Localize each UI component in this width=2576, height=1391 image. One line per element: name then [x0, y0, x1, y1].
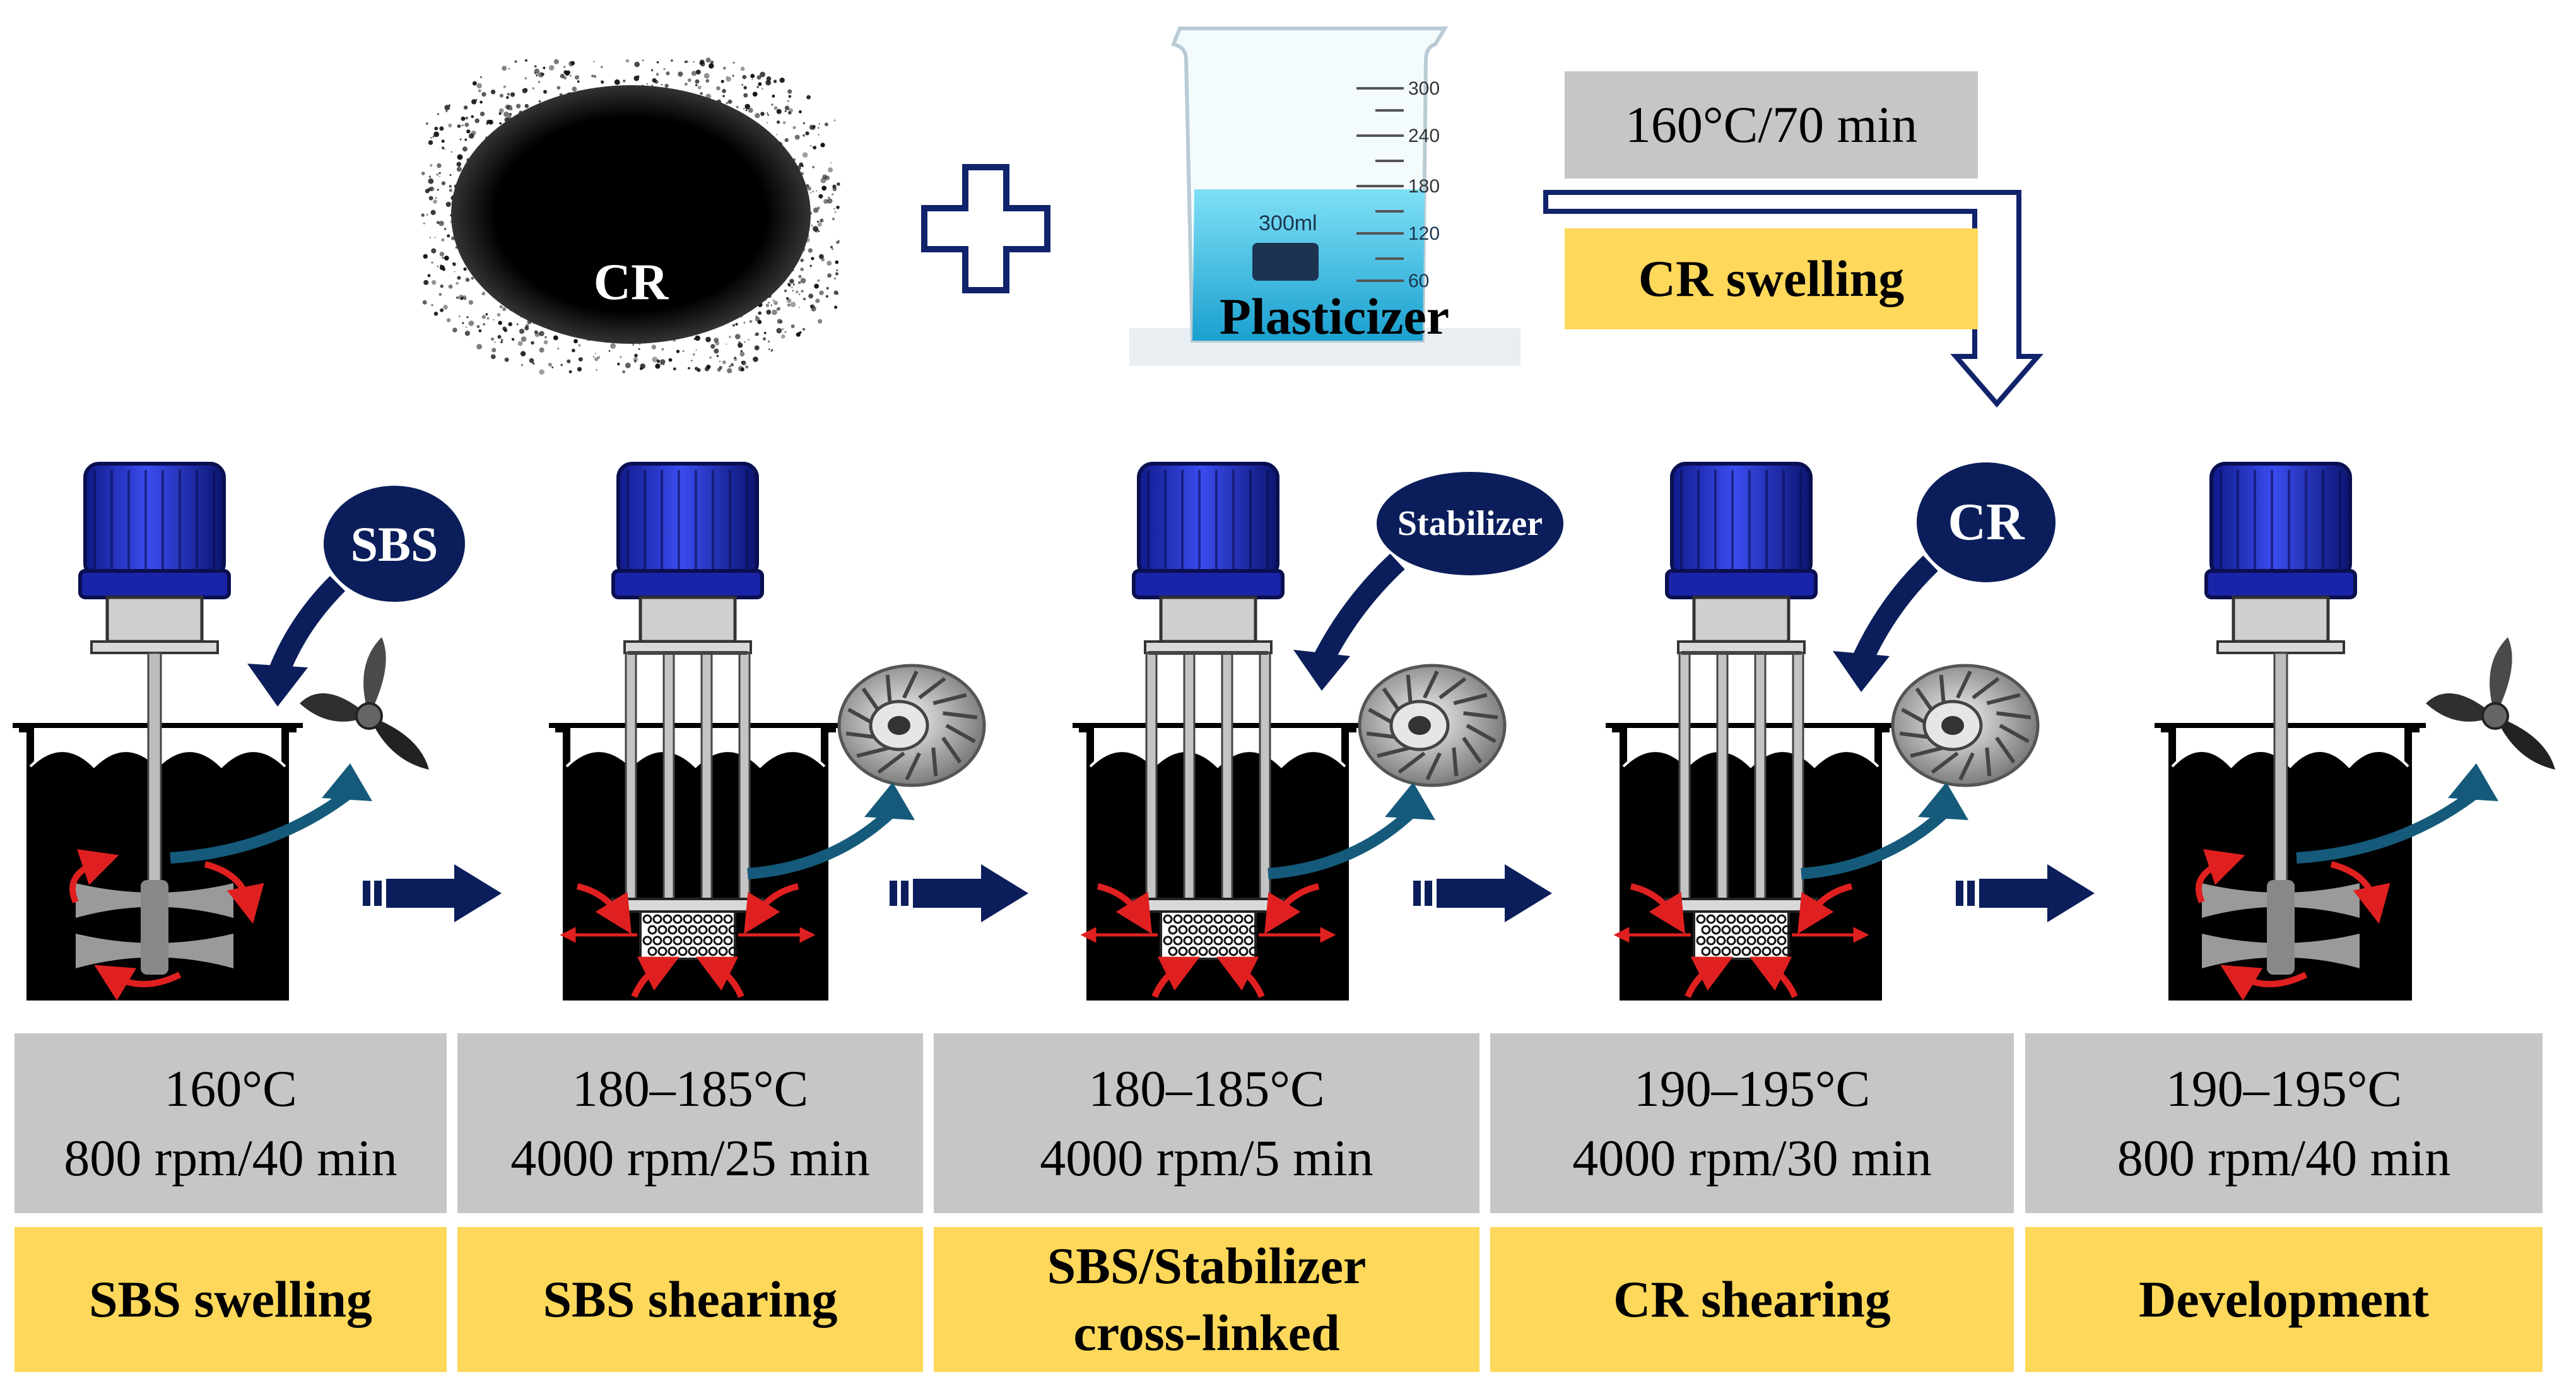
stage-name-line: cross-linked	[1073, 1304, 1340, 1361]
shear-head	[611, 898, 765, 960]
stage-name-line: Development	[2138, 1271, 2429, 1328]
motor-icon	[611, 462, 764, 654]
flow-arrow	[1413, 864, 1552, 922]
shear-head	[1664, 898, 1818, 960]
pretreatment-arrow	[1543, 190, 2044, 408]
curve-arrow	[747, 782, 915, 879]
stabilizer-label: Stabilizer	[1397, 504, 1543, 543]
mixer-station	[2155, 462, 2555, 1001]
mixing-beaker	[2155, 723, 2426, 1001]
flow-red-arrows	[560, 883, 816, 999]
stage-speed-time: 4000 rpm/25 min	[510, 1129, 870, 1187]
beaker-mark: 300	[1408, 78, 1440, 99]
shear-head	[1131, 898, 1285, 960]
mixer-station	[1073, 462, 1507, 1001]
stage-conditions-3: 180–185°C 4000 rpm/5 min	[934, 1033, 1479, 1213]
plus-icon	[921, 164, 1050, 293]
motor-icon	[78, 462, 231, 654]
stage-name-line: SBS shearing	[543, 1271, 838, 1328]
beaker-mark: 60	[1408, 271, 1429, 291]
mixer-station	[549, 462, 986, 1001]
stage-speed-time: 4000 rpm/5 min	[1040, 1129, 1373, 1187]
addition-stabilizer	[1293, 472, 1563, 691]
pretreatment-name: CR swelling	[1565, 228, 1978, 329]
pretreatment-condition: 160°C/70 min	[1565, 71, 1978, 179]
stage-speed-time: 800 rpm/40 min	[64, 1129, 397, 1187]
circulation-arrows	[69, 849, 264, 1001]
stage-conditions-4: 190–195°C 4000 rpm/30 min	[1490, 1033, 2014, 1213]
flow-arrow	[1956, 864, 2095, 922]
plasticizer-label: Plasticizer	[1219, 288, 1450, 345]
propeller-icon	[300, 637, 429, 770]
stage-name-1: SBS swelling	[15, 1227, 447, 1372]
stage-temp: 180–185°C	[572, 1059, 809, 1117]
addition-sbs	[247, 486, 465, 707]
impeller-blades	[76, 880, 233, 975]
stage-conditions-1: 160°C 800 rpm/40 min	[15, 1033, 447, 1213]
cr-addition-label: CR	[1948, 493, 2025, 551]
stage-speed-time: 4000 rpm/30 min	[1572, 1129, 1932, 1187]
motor-icon	[1132, 462, 1285, 654]
rotor-stator-icon	[1891, 664, 2040, 787]
rotor-stator-icon	[1358, 664, 1507, 787]
cr-powder-image	[421, 57, 840, 375]
beaker-mark: 180	[1408, 176, 1440, 197]
curve-arrow	[1801, 782, 1968, 879]
stage-speed-time: 800 rpm/40 min	[2117, 1129, 2451, 1187]
shear-shafts	[1678, 651, 1804, 903]
mixer-station	[1606, 462, 2040, 1001]
stage-name-line: CR shearing	[1613, 1271, 1891, 1328]
mixer-station	[13, 462, 429, 1001]
stage-name-line: SBS/Stabilizer	[1047, 1237, 1367, 1294]
beaker-volume: 300ml	[1259, 211, 1317, 235]
stage-conditions-2: 180–185°C 4000 rpm/25 min	[457, 1033, 923, 1213]
beaker-mark: 120	[1408, 223, 1440, 244]
flow-arrows	[363, 864, 2095, 922]
stage-temp: 160°C	[164, 1059, 297, 1117]
motor-icon	[1665, 462, 1818, 654]
stage-conditions-5: 190–195°C 800 rpm/40 min	[2025, 1033, 2543, 1213]
impeller-blades	[2202, 880, 2360, 975]
sbs-label: SBS	[350, 516, 438, 572]
curve-arrow	[2296, 763, 2498, 864]
flow-arrow	[890, 864, 1028, 922]
stage-name-line: SBS swelling	[89, 1271, 372, 1328]
beaker-mark: 240	[1408, 126, 1440, 146]
shear-shafts	[625, 651, 751, 903]
circulation-arrows	[2196, 849, 2391, 1001]
curve-arrow	[170, 763, 372, 864]
flow-arrow	[363, 864, 502, 922]
motor-icon	[2204, 462, 2357, 654]
stage-temp: 180–185°C	[1088, 1059, 1325, 1117]
cr-powder-label: CR	[593, 253, 669, 310]
stage-name-4: CR shearing	[1490, 1227, 2014, 1372]
propeller-icon	[2426, 637, 2555, 770]
flow-red-arrows	[1613, 883, 1869, 999]
stage-temp: 190–195°C	[2165, 1059, 2403, 1117]
stage-name-5: Development	[2025, 1227, 2543, 1372]
beaker-image: 300 240 180 120 60 300ml	[1129, 26, 1520, 366]
stage-name-3: SBS/Stabilizer cross-linked	[934, 1227, 1479, 1372]
addition-cr	[1833, 462, 2056, 692]
flow-red-arrows	[1080, 883, 1336, 999]
curve-arrow	[1267, 782, 1435, 879]
stage-name-2: SBS shearing	[457, 1227, 923, 1372]
rotor-stator-icon	[837, 664, 986, 787]
stage-temp: 190–195°C	[1633, 1059, 1871, 1117]
